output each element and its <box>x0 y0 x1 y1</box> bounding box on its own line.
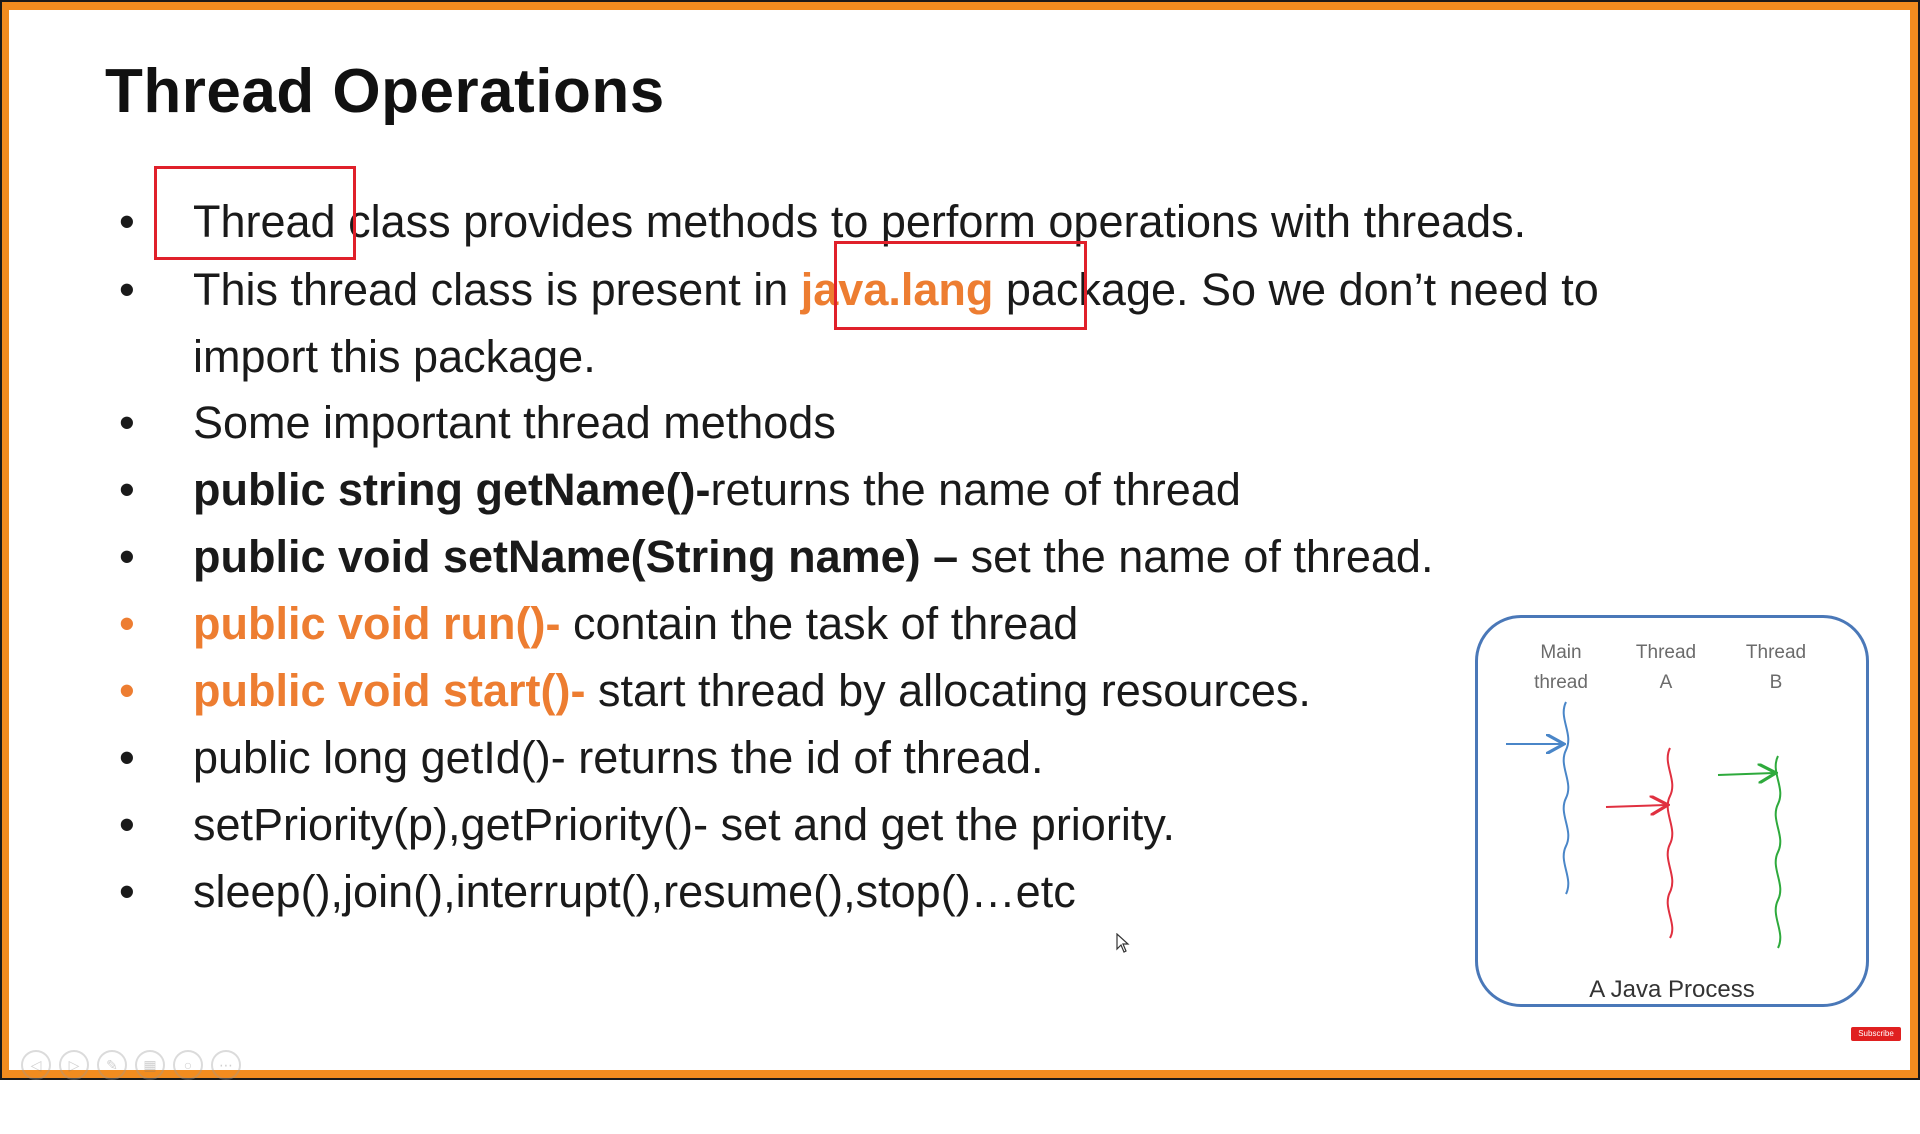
bullet-dot: • <box>119 264 135 315</box>
slideshow-controls: ◁ ▷ ✎ ▦ ○ ⋯ <box>21 1050 241 1080</box>
column-label-line: Main <box>1540 642 1582 663</box>
bullet-text: Thread class provides methods to perform… <box>193 196 1526 248</box>
bullet-text: sleep(),join(),interrupt(),resume(),stop… <box>193 866 1076 917</box>
column-label-line: Thread <box>1635 642 1697 663</box>
java-lang-highlight-box <box>834 241 1087 330</box>
bullet-dot: • <box>119 397 135 448</box>
thread-highlight-box <box>154 166 356 260</box>
bullet-text: public long getId()- returns the id of t… <box>193 732 1044 783</box>
thread-term: Thread <box>193 196 336 247</box>
slide-title: Thread Operations <box>105 57 665 126</box>
more-icon[interactable]: ⋯ <box>211 1050 241 1080</box>
java-process-diagram: Main thread Thread A Thread B <box>1475 615 1869 1007</box>
bullet-dot: • <box>119 665 135 716</box>
method-signature: public void start()- <box>193 665 586 716</box>
bullet-text: public void start()- start thread by all… <box>193 665 1311 717</box>
method-description: contain the task of thread <box>560 598 1079 649</box>
bullet-dot: • <box>119 531 135 582</box>
bullet-text-part: This thread class is present in <box>193 264 801 315</box>
subscribe-button[interactable]: Subscribe <box>1851 1027 1901 1041</box>
zoom-icon[interactable]: ○ <box>173 1050 203 1080</box>
thread-lines <box>1506 701 1782 949</box>
bullet-text: Some important thread methods <box>193 397 836 448</box>
column-label-line: B <box>1769 672 1783 693</box>
bullet-dot: • <box>119 866 135 917</box>
thread-b-arrow <box>1717 773 1774 775</box>
slides-icon[interactable]: ▦ <box>135 1050 165 1080</box>
java-lang-term: java.lang <box>800 264 994 315</box>
slide: Thread Operations • Thread class provide… <box>0 0 1920 1080</box>
main-thread-line <box>1562 701 1570 895</box>
column-label-line: Thread <box>1745 642 1807 663</box>
bullet-dot: • <box>119 464 135 515</box>
method-description: set the name of thread. <box>958 531 1434 582</box>
method-signature: public void run()- <box>193 598 561 649</box>
thread-a-label: Thread A <box>1626 638 1706 698</box>
main-thread-label: Main thread <box>1521 638 1601 698</box>
previous-icon[interactable]: ◁ <box>21 1050 51 1080</box>
java-process-caption: A Java Process <box>1589 976 1755 1003</box>
bullet-text: import this package. <box>193 331 596 382</box>
bullet-text: public void run()- contain the task of t… <box>193 598 1078 650</box>
below-slide-area <box>0 1080 1920 1134</box>
method-signature: public void setName(String name) – <box>193 531 959 582</box>
bullet-text: setPriority(p),getPriority()- set and ge… <box>193 799 1175 850</box>
method-description: returns the name of thread <box>710 464 1241 515</box>
bullet-text: public void setName(String name) – set t… <box>193 531 1433 583</box>
bullet-dot: • <box>119 799 135 850</box>
thread-b-line <box>1774 755 1782 949</box>
thread-a-arrow <box>1605 805 1666 807</box>
method-description: start thread by allocating resources. <box>585 665 1311 716</box>
column-label-line: A <box>1659 672 1673 693</box>
bullet-dot: • <box>119 196 135 247</box>
pen-icon[interactable]: ✎ <box>97 1050 127 1080</box>
play-icon[interactable]: ▷ <box>59 1050 89 1080</box>
thread-b-label: Thread B <box>1736 638 1816 698</box>
method-signature: public string getName()- <box>193 464 711 515</box>
mouse-cursor-icon <box>1116 933 1130 953</box>
bullet-text: This thread class is present in java.lan… <box>193 264 1599 316</box>
bullet-text-part: package. So we don’t need to <box>993 264 1599 315</box>
bullet-text: public string getName()-returns the name… <box>193 464 1241 516</box>
bullet-dot: • <box>119 598 135 649</box>
bullet-text-part: class provides methods to perform operat… <box>335 196 1527 247</box>
thread-a-line <box>1666 747 1674 939</box>
bullet-dot: • <box>119 732 135 783</box>
column-label-line: thread <box>1534 672 1588 693</box>
